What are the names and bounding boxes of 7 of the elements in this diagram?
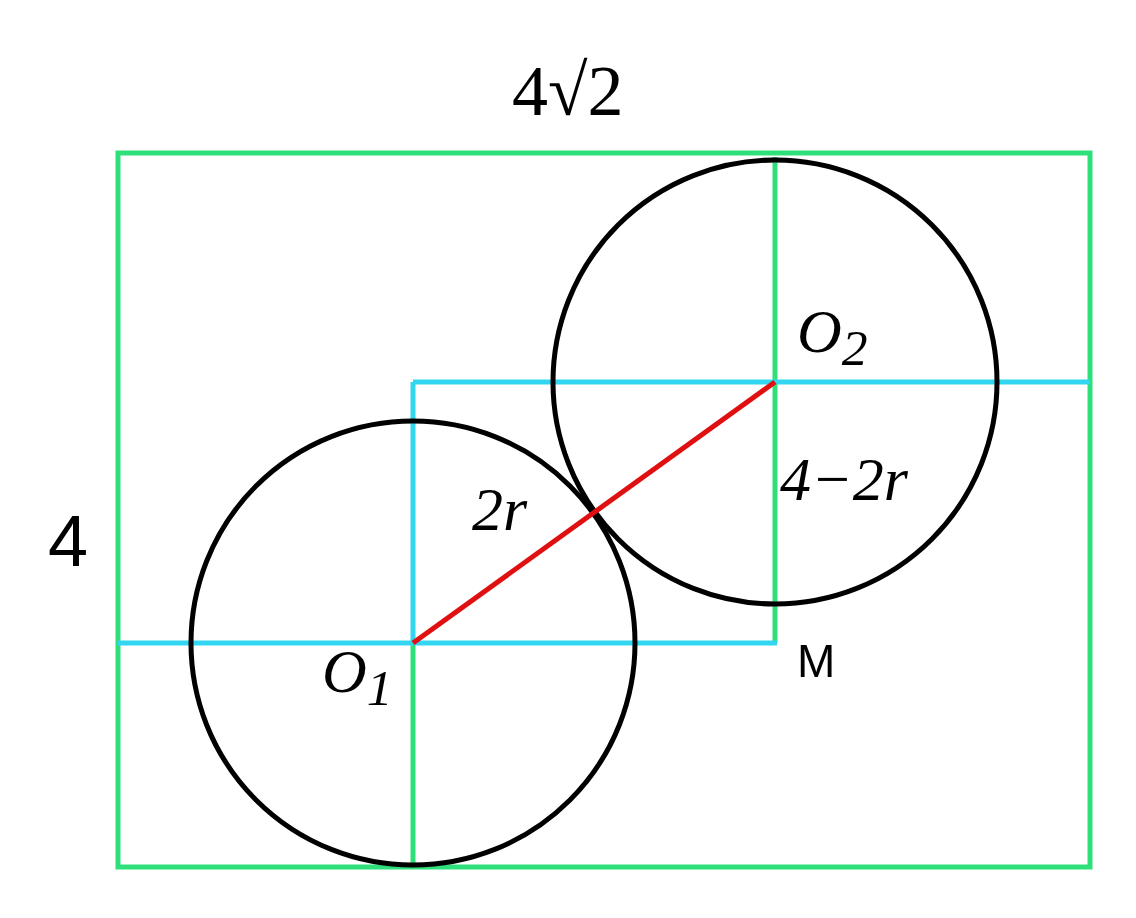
point-label: O$_{2}$ [797,300,868,375]
dimension-label: 4√2 [512,55,624,127]
length-label: 2r [472,478,528,540]
length-label: 4−2r [780,448,908,510]
point-label: O$_{1}$ [322,640,393,715]
dimension-label: 4 [48,505,89,577]
point-label: M [797,638,836,684]
